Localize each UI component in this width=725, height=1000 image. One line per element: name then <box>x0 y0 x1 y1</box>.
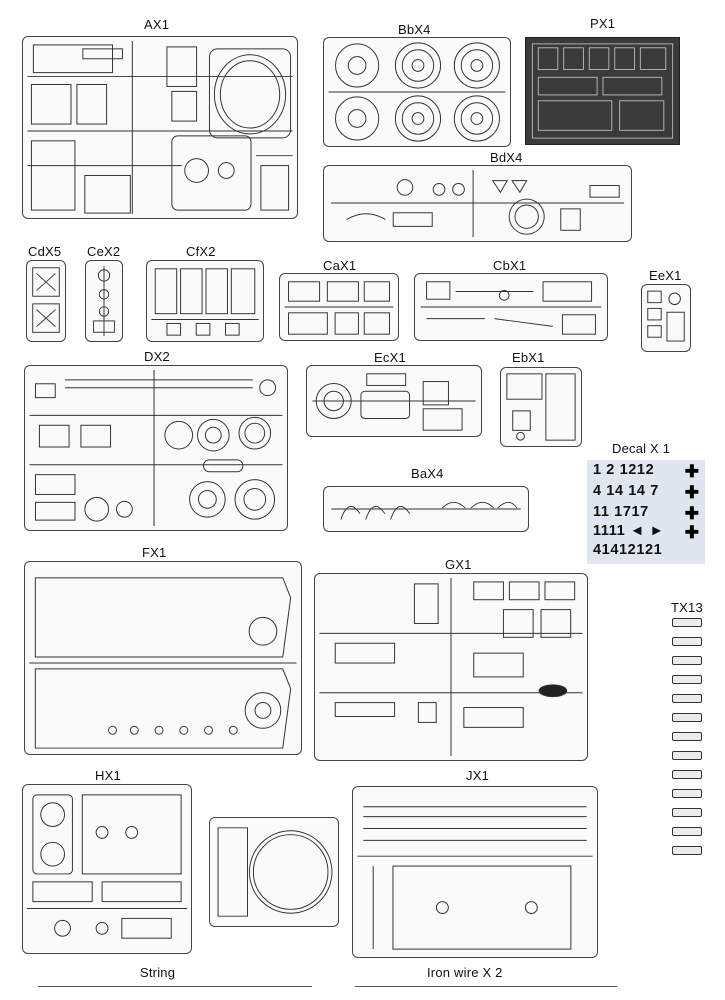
balkenkreuz-icon: ✚ <box>684 523 699 542</box>
sprue-fx1-parts <box>29 577 297 749</box>
sprue-cex2 <box>85 260 123 342</box>
hull-plate-parts <box>217 827 333 917</box>
track-link <box>672 675 702 684</box>
sprue-bdx4 <box>323 165 632 242</box>
sprue-ecx1-parts <box>312 373 476 431</box>
iron-wire-label: Iron wire X 2 <box>427 965 503 980</box>
sprue-cdx5 <box>26 260 66 342</box>
sprue-bax4-parts <box>331 501 521 520</box>
balkenkreuz-icon: ✚ <box>684 483 699 502</box>
sprue-label-cdx5: CdX5 <box>28 244 62 259</box>
sprue-label-fx1: FX1 <box>142 545 167 560</box>
track-link <box>672 846 702 855</box>
track-link <box>672 789 702 798</box>
sprue-label-eex1: EeX1 <box>649 268 682 283</box>
sprue-label-cax1: CaX1 <box>323 258 357 273</box>
sprue-hx1 <box>22 784 192 954</box>
balkenkreuz-icon: ✚ <box>684 504 699 523</box>
track-link <box>672 713 702 722</box>
sprue-cfx2-parts <box>151 268 259 336</box>
sprue-ax1-parts <box>27 40 293 215</box>
sprue-fx1 <box>24 561 302 755</box>
decal-row: 4 14 14 7 <box>593 483 659 499</box>
sprue-bax4 <box>323 486 529 532</box>
sprue-bbx4 <box>323 37 511 147</box>
track-links-tx13 <box>668 618 708 868</box>
sprue-label-dx2: DX2 <box>144 349 170 364</box>
decal-row: 11 1717 <box>593 504 649 520</box>
track-link <box>672 808 702 817</box>
sprue-cfx2 <box>146 260 264 342</box>
track-link <box>672 751 702 760</box>
track-link <box>672 827 702 836</box>
sprue-label-cbx1: CbX1 <box>493 258 527 273</box>
decal-row: 1111 ◄ ► <box>593 523 665 539</box>
track-link <box>672 637 702 646</box>
sprue-ecx1 <box>306 365 482 437</box>
decal-row: 1 2 1212 <box>593 462 655 478</box>
decal-sheet: 1 2 1212 4 14 14 7 11 1717 1111 ◄ ► 4141… <box>587 460 705 564</box>
sprue-label-bbx4: BbX4 <box>398 22 431 37</box>
sprue-cbx1-parts <box>420 281 602 335</box>
sprue-label-ebx1: EbX1 <box>512 350 545 365</box>
sprue-label-gx1: GX1 <box>445 557 472 572</box>
sprue-label-hx1: HX1 <box>95 768 121 783</box>
sprue-bdx4-parts <box>330 169 625 238</box>
sprue-label-cfx2: CfX2 <box>186 244 216 259</box>
photo-etch-parts <box>531 43 674 139</box>
sprue-gx1-parts <box>319 577 583 757</box>
sprue-hx1-hull-plate <box>209 817 339 927</box>
string-label: String <box>140 965 176 980</box>
sprue-label-tx13: TX13 <box>671 600 703 615</box>
track-link <box>672 656 702 665</box>
sprue-ebx1 <box>500 367 582 447</box>
sprue-eex1 <box>641 284 691 352</box>
sprue-jx1 <box>352 786 598 958</box>
sprue-ax1 <box>22 36 298 219</box>
sprue-dx2-parts <box>29 369 283 527</box>
decal-label: Decal X 1 <box>612 441 671 456</box>
sprue-cax1-parts <box>284 281 394 335</box>
sprue-bbx4-parts <box>328 42 506 142</box>
sprue-eex1-parts <box>647 290 685 342</box>
sprue-ebx1-parts <box>506 373 576 441</box>
sprue-hx1-parts <box>26 794 188 939</box>
sprue-label-px1: PX1 <box>590 16 616 31</box>
sprue-label-ecx1: EcX1 <box>374 350 406 365</box>
track-link <box>672 770 702 779</box>
iron-wire-line <box>355 986 617 987</box>
sprue-label-ax1: AX1 <box>144 17 170 32</box>
track-link <box>672 694 702 703</box>
string-line <box>38 986 312 987</box>
sprue-cdx5-parts <box>32 267 60 333</box>
sprue-label-bdx4: BdX4 <box>490 150 523 165</box>
sprue-dx2 <box>24 365 288 531</box>
sprue-label-bax4: BaX4 <box>411 466 444 481</box>
balkenkreuz-icon: ✚ <box>684 462 699 481</box>
photo-etch-px1 <box>525 37 680 145</box>
sprue-cbx1 <box>414 273 608 341</box>
sprue-cex2-parts <box>93 265 115 337</box>
sprue-label-cex2: CeX2 <box>87 244 121 259</box>
sprue-jx1-parts <box>357 806 593 950</box>
sprue-cax1 <box>279 273 399 341</box>
sprue-gx1 <box>314 573 588 761</box>
sprue-label-jx1: JX1 <box>466 768 490 783</box>
track-link <box>672 732 702 741</box>
track-link <box>672 618 702 627</box>
decal-row: 41412121 <box>593 542 663 558</box>
